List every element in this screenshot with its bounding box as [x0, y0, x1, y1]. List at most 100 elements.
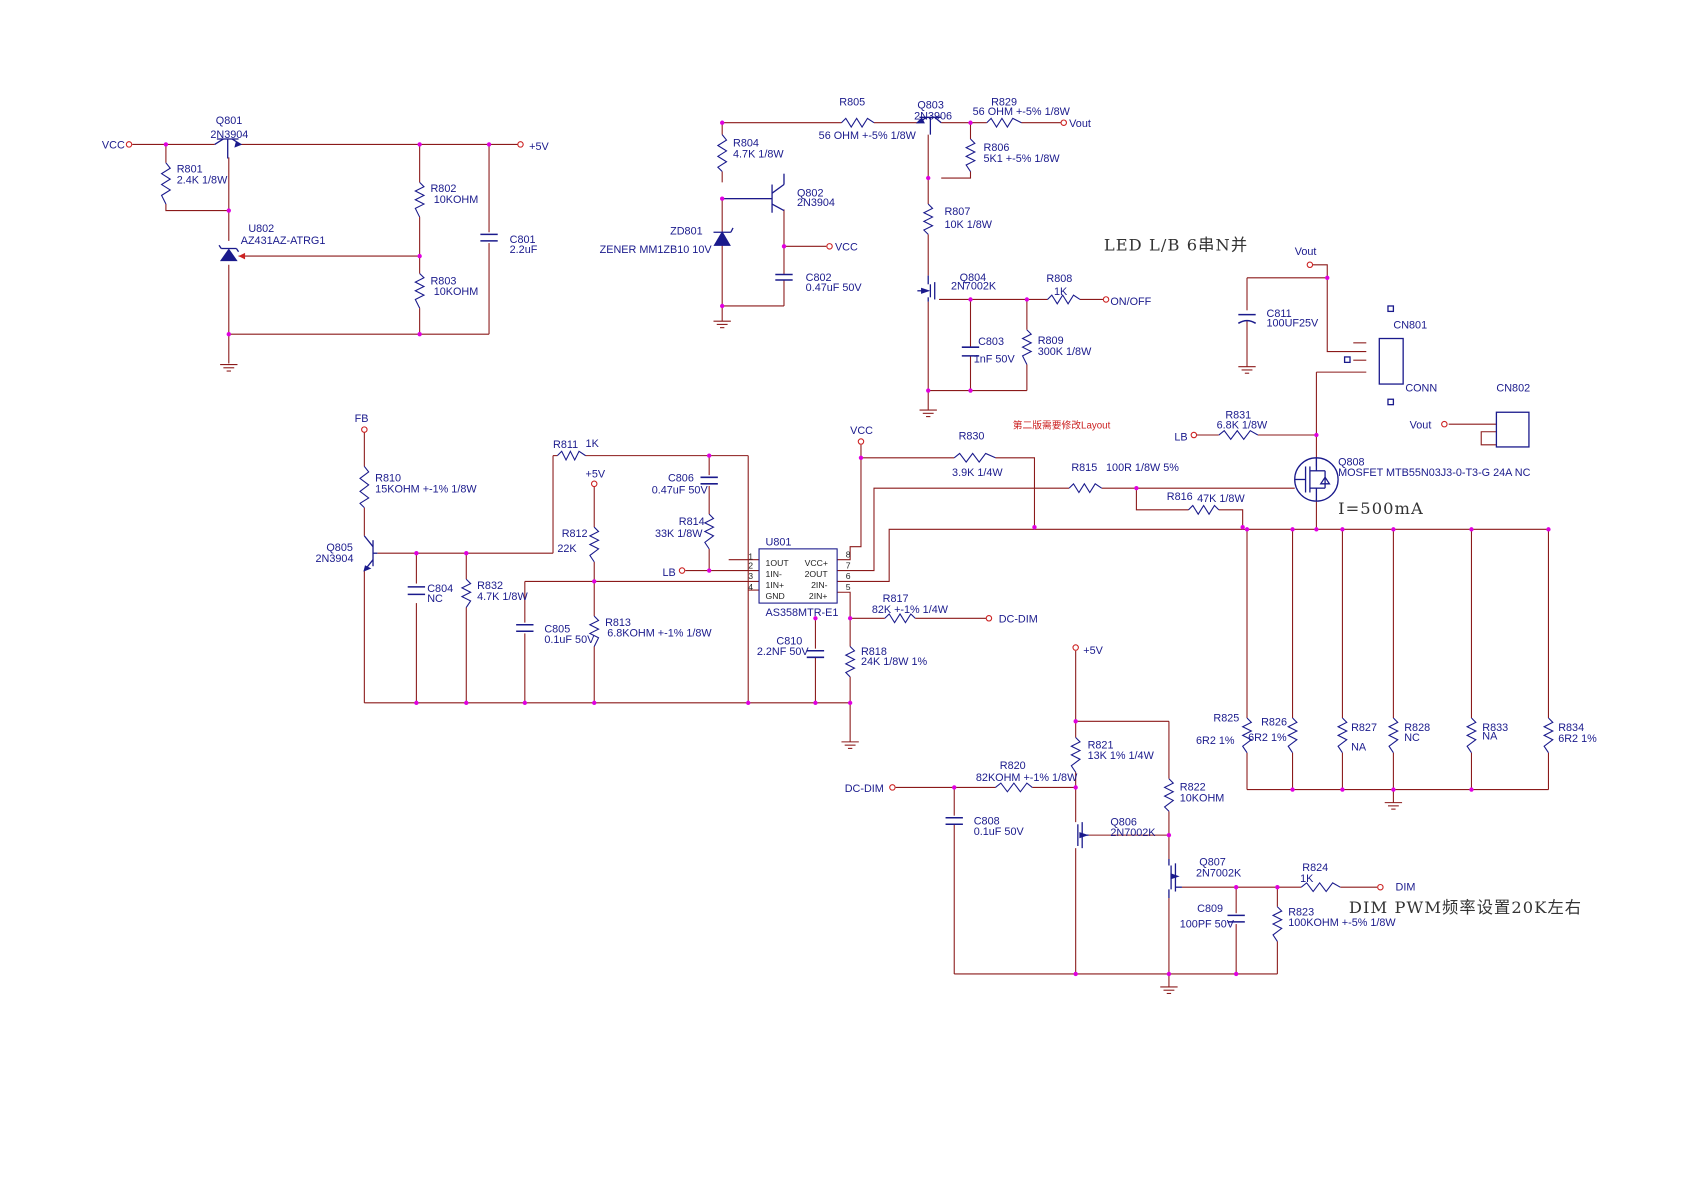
ref-r815: R815: [1071, 462, 1097, 474]
value-c805: 0.1uF 50V: [544, 634, 595, 646]
terminal-icon: [889, 784, 896, 791]
resistor-icon: [588, 615, 600, 647]
value-r811: 1K: [586, 438, 600, 450]
resistor-icon: [1163, 778, 1175, 812]
capacitor-icon: [480, 233, 498, 242]
connector-pin: [1387, 398, 1395, 406]
ref-r814: R814: [679, 516, 705, 528]
net-label-vout: Vout: [1410, 420, 1432, 432]
terminal-icon: [1072, 644, 1079, 651]
ground-icon: [841, 741, 859, 749]
resistor-icon: [841, 117, 875, 129]
ref-cn801: CN801: [1393, 320, 1427, 332]
value-r827: NA: [1351, 742, 1367, 754]
terminal-icon: [985, 615, 993, 622]
ref-c802: C802: [806, 272, 832, 284]
resistor-icon: [160, 162, 172, 205]
ref-r824: R824: [1302, 862, 1328, 874]
nmos-transistor-icon: [1077, 822, 1089, 849]
ref-q806: Q806: [1110, 816, 1137, 828]
resistor-icon: [1070, 737, 1082, 773]
ref-r812: R812: [562, 528, 588, 540]
net-label-vout: Vout: [1295, 246, 1317, 258]
value-r813: 6.8KOHM +-1% 1/8W: [607, 628, 712, 640]
ref-r826: R826: [1261, 717, 1287, 729]
connector-pin: [1387, 305, 1395, 313]
connector-body: [1495, 411, 1530, 448]
ref-r813: R813: [605, 617, 631, 629]
u801-pin-1in-plus: 1IN+: [766, 580, 785, 590]
resistor-icon: [588, 526, 600, 563]
ref-r830: R830: [959, 430, 985, 442]
resistor-icon: [1021, 329, 1033, 365]
ref-cn802: CN802: [1496, 383, 1530, 395]
capacitor-icon: [1227, 914, 1245, 923]
net-label-fb: FB: [355, 413, 369, 425]
value-r833: NA: [1482, 731, 1498, 743]
ref-r810: R810: [375, 473, 401, 485]
npn-transistor-icon: [363, 535, 378, 572]
value-r823: 100KOHM +-5% 1/8W: [1288, 917, 1396, 929]
ref-q802: Q802: [797, 187, 824, 199]
resistors: [160, 117, 1555, 942]
resistor-icon: [1465, 717, 1478, 754]
capacitors: [407, 233, 1257, 923]
resistor-icon: [716, 134, 728, 172]
resistor-icon: [359, 466, 370, 509]
value-q807: 2N7002K: [1196, 867, 1242, 879]
resistor-icon: [414, 181, 426, 218]
value-r805: 56 OHM +-5% 1/8W: [819, 130, 917, 142]
ref-zd801: ZD801: [670, 225, 703, 237]
value-r818: 24K 1/8W 1%: [861, 656, 928, 668]
zener-diode-icon: [713, 227, 734, 246]
ref-r811: R811: [553, 439, 578, 451]
value-r810: 15KOHM +-1% 1/8W: [375, 483, 477, 495]
resistor-icon: [922, 203, 934, 235]
value-q808: MOSFET MTB55N03J3-0-T3-G 24A NC: [1338, 467, 1531, 479]
value-r807: 10K 1/8W: [944, 219, 992, 231]
resistor-icon: [1218, 429, 1259, 441]
value-c804: NC: [427, 593, 443, 605]
ref-r808: R808: [1046, 273, 1072, 285]
net-label-plus5: +5V: [1083, 645, 1103, 657]
value-q803: 2N3906: [914, 110, 952, 122]
resistor-icon: [995, 782, 1033, 793]
resistor-icon: [1241, 717, 1253, 754]
capacitor-icon: [775, 273, 793, 281]
resistor-icon: [953, 452, 996, 464]
ref-q807: Q807: [1199, 857, 1226, 869]
pin-number: 4: [748, 582, 753, 592]
capacitor-icon: [407, 586, 426, 596]
value-c810: 2.2NF 50V: [757, 646, 810, 658]
ref-q804: Q804: [960, 272, 987, 284]
pin-number: 8: [846, 550, 851, 560]
terminal-icon: [1306, 261, 1314, 269]
ref-r827: R827: [1351, 722, 1377, 734]
ref-r802: R802: [430, 183, 456, 195]
nmos-transistor-icon: [917, 275, 936, 302]
capacitor-icon: [945, 817, 963, 826]
u801-pin-2out: 2OUT: [805, 569, 829, 579]
ref-r801: R801: [177, 164, 203, 176]
ground-symbols: [220, 320, 1403, 994]
value-q806: 2N7002K: [1110, 827, 1156, 839]
ref-r820: R820: [1000, 760, 1026, 772]
value-cn801: CONN: [1405, 383, 1437, 395]
resistor-icon: [884, 612, 916, 624]
value-r801: 2.4K 1/8W: [177, 174, 228, 186]
net-label-dim: DIM: [1396, 881, 1416, 893]
terminal-icon: [1190, 431, 1198, 439]
ref-q805: Q805: [326, 542, 353, 554]
value-r803: 10KOHM: [434, 286, 479, 298]
ref-c809: C809: [1197, 903, 1223, 915]
net-label-plus5: +5V: [529, 141, 549, 153]
resistor-icon: [1300, 881, 1341, 893]
ref-r829: R829: [991, 96, 1017, 108]
net-label-lb: LB: [663, 567, 676, 579]
ref-q803: Q803: [917, 100, 943, 112]
terminal-icon: [1441, 420, 1448, 428]
ground-icon: [1384, 802, 1403, 810]
ref-c806: C806: [668, 473, 694, 485]
ground-icon: [713, 320, 731, 329]
resistor-icon: [1068, 482, 1103, 494]
